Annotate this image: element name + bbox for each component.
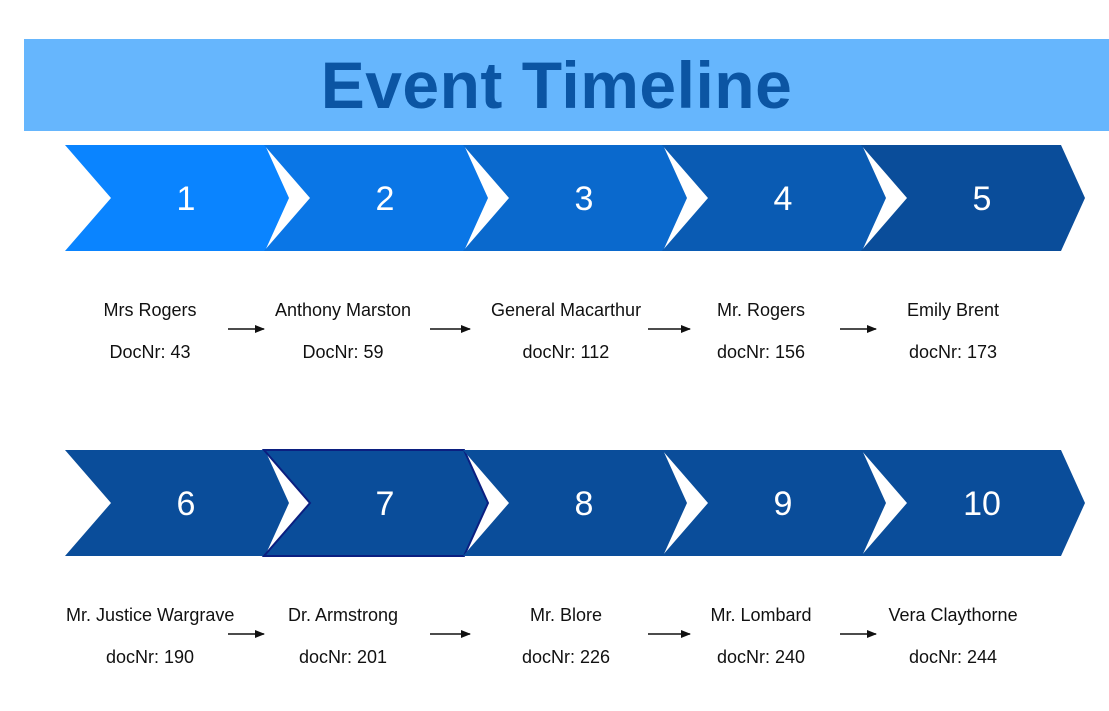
step-number-9: 9 <box>774 485 793 523</box>
step-number-10: 10 <box>963 485 1001 523</box>
event-doc-number-7: docNr: 201 <box>299 647 388 667</box>
event-name-6: Mr. Justice Wargrave <box>66 605 235 625</box>
event-name-9: Mr. Lombard <box>710 605 812 625</box>
event-doc-number-6: docNr: 190 <box>106 647 195 667</box>
timeline-chevron-4 <box>662 145 886 251</box>
event-name-1: Mrs Rogers <box>103 300 197 320</box>
event-doc-number-3: docNr: 112 <box>522 342 610 362</box>
timeline-chevron-8 <box>463 450 687 556</box>
timeline-chevron-3 <box>463 145 687 251</box>
timeline-chevron-9 <box>662 450 886 556</box>
event-doc-number-5: docNr: 173 <box>909 342 998 362</box>
event-name-3: General Macarthur <box>491 300 642 320</box>
event-name-7: Dr. Armstrong <box>288 605 399 625</box>
step-number-3: 3 <box>575 180 594 218</box>
event-doc-number-9: docNr: 240 <box>717 647 806 667</box>
step-number-1: 1 <box>177 180 196 218</box>
event-name-8: Mr. Blore <box>530 605 603 625</box>
timeline-chevron-2 <box>264 145 488 251</box>
step-number-4: 4 <box>774 180 793 218</box>
step-number-7: 7 <box>376 485 395 523</box>
step-number-2: 2 <box>376 180 395 218</box>
event-name-10: Vera Claythorne <box>888 605 1018 625</box>
event-doc-number-1: DocNr: 43 <box>109 342 191 362</box>
event-name-4: Mr. Rogers <box>717 300 806 320</box>
event-doc-number-10: docNr: 244 <box>909 647 998 667</box>
timeline-chevron-5 <box>861 145 1085 251</box>
timeline-chevron-10 <box>861 450 1085 556</box>
timeline-chevron-6 <box>65 450 289 556</box>
event-doc-number-2: DocNr: 59 <box>302 342 384 362</box>
title-banner: Event Timeline <box>24 39 1109 131</box>
step-number-6: 6 <box>177 485 196 523</box>
page-title: Event Timeline <box>320 48 793 122</box>
event-doc-number-4: docNr: 156 <box>717 342 806 362</box>
timeline-chevron-1 <box>65 145 289 251</box>
event-doc-number-8: docNr: 226 <box>522 647 611 667</box>
step-number-5: 5 <box>973 180 992 218</box>
event-name-5: Emily Brent <box>907 300 1000 320</box>
event-name-2: Anthony Marston <box>275 300 412 320</box>
step-number-8: 8 <box>575 485 594 523</box>
